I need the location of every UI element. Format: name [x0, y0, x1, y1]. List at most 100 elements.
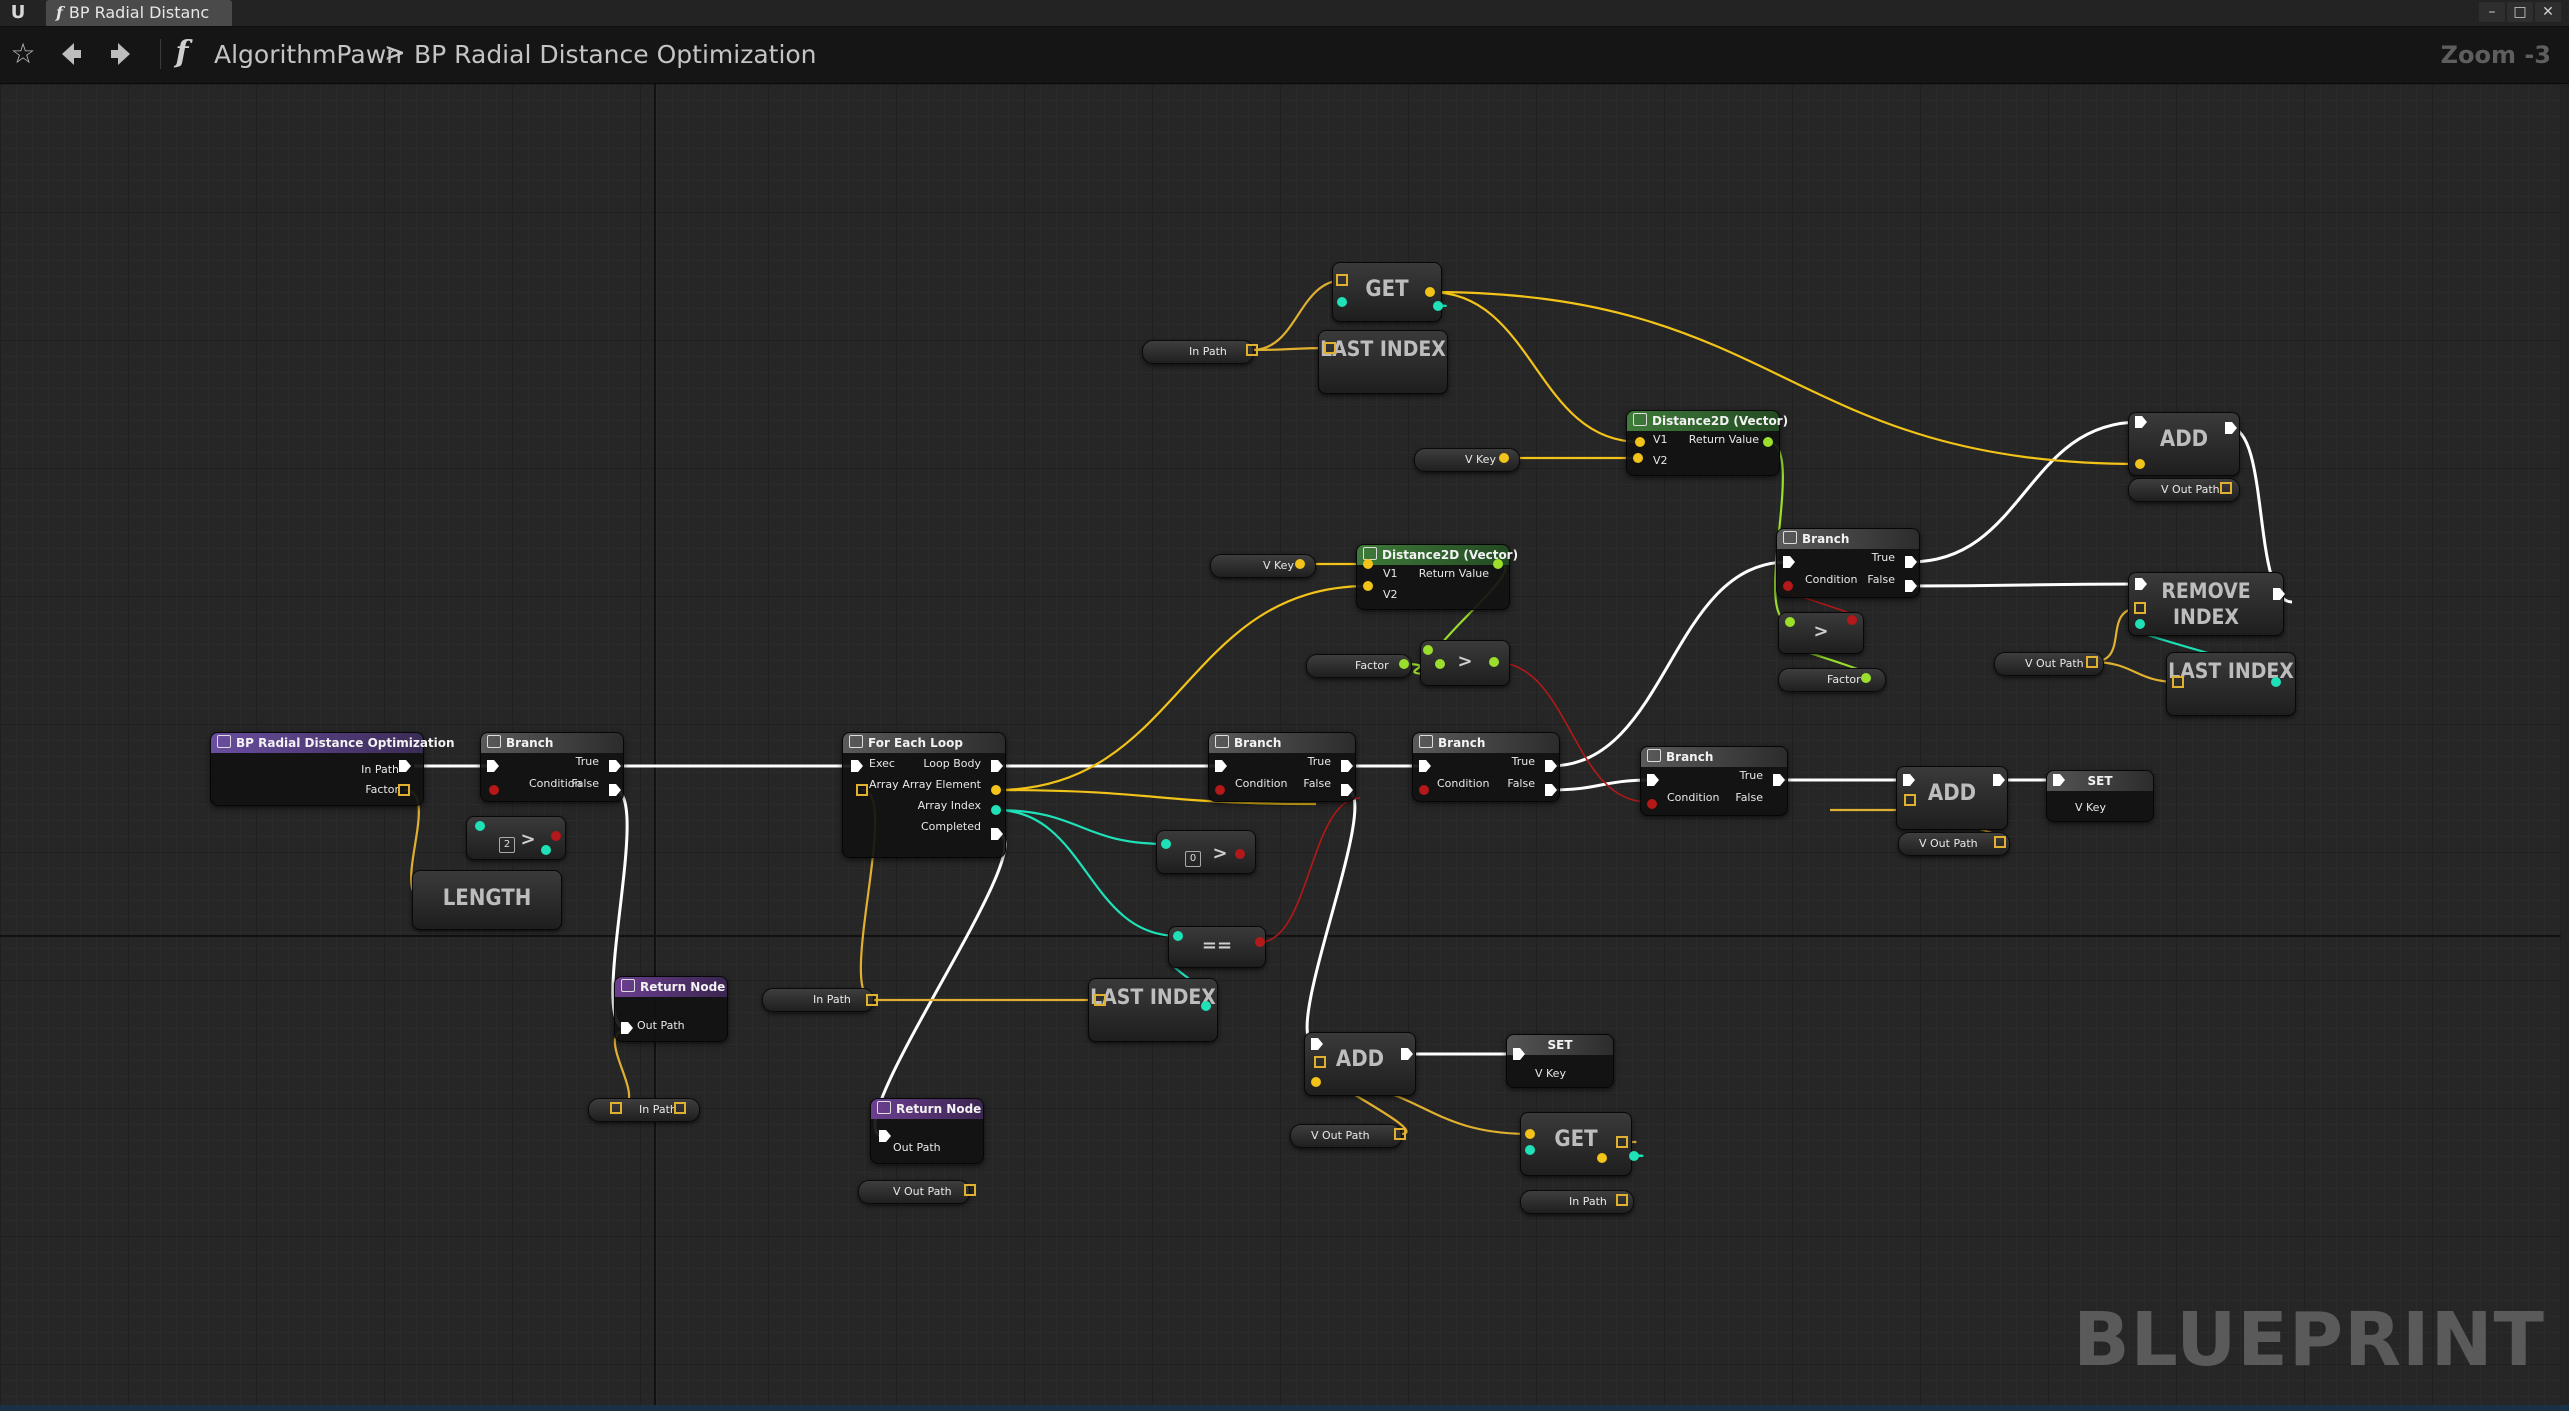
pin [1499, 453, 1509, 463]
node-set-variable[interactable]: SET V Key [1506, 1034, 1614, 1088]
pin [1597, 1153, 1607, 1163]
vertical-scrollbar[interactable] [2561, 84, 2569, 1405]
status-bar [0, 1405, 2569, 1411]
node-array-add[interactable]: ADD [2128, 412, 2240, 476]
pin [2134, 602, 2146, 614]
pin [1401, 1048, 1413, 1060]
node-branch[interactable]: Branch Condition True False [1640, 746, 1788, 816]
pin-label: Return Value [1418, 567, 1489, 580]
pin-label: Condition [1437, 777, 1490, 790]
variable-label: In Path [1189, 345, 1227, 358]
variable-label: V Key [1263, 559, 1294, 572]
node-title: For Each Loop [868, 736, 963, 750]
pin [399, 760, 411, 772]
pin [2220, 482, 2232, 494]
function-icon: f [175, 35, 189, 70]
variable-v-out-path[interactable]: V Out Path [858, 1180, 970, 1204]
variable-factor[interactable]: Factor [1306, 654, 1412, 678]
node-for-each-loop[interactable]: For Each Loop Exec Array Loop Body Array… [842, 732, 1006, 858]
node-distance-2d[interactable]: Distance2D (Vector) V1 V2 Return Value [1356, 544, 1518, 610]
wire [1549, 560, 1789, 768]
graph-origin-axis-vertical [654, 84, 656, 1411]
blueprint-graph-canvas[interactable]: BP Radial Distance Optimization In Path … [0, 84, 2569, 1411]
pin [1363, 581, 1373, 591]
pin [2172, 676, 2184, 688]
close-button[interactable]: ✕ [2535, 2, 2561, 22]
pin-label: V Key [2075, 801, 2106, 814]
node-return[interactable]: Return Node Out Path [614, 976, 728, 1042]
back-arrow-icon[interactable] [54, 37, 88, 71]
pin [1215, 785, 1225, 795]
pin [1493, 559, 1503, 569]
operator-symbol: > [1457, 651, 1473, 672]
node-branch[interactable]: Branch Condition True False [1208, 732, 1356, 802]
pin-label: Condition [1805, 573, 1858, 586]
function-icon: f [56, 3, 63, 22]
pin [1311, 1077, 1321, 1087]
variable-label: V Out Path [893, 1185, 952, 1198]
star-icon[interactable]: ☆ [10, 37, 36, 70]
pin [1545, 784, 1557, 796]
variable-v-out-path[interactable]: V Out Path [1898, 832, 2010, 856]
pin [1647, 774, 1659, 786]
pin [991, 828, 1003, 840]
variable-label: V Out Path [2161, 483, 2220, 496]
wire [1909, 420, 2141, 564]
node-last-index[interactable]: LAST INDEX [1318, 330, 1448, 394]
wire [1429, 290, 1641, 444]
forward-arrow-icon[interactable] [104, 37, 138, 71]
loop-icon [849, 735, 863, 748]
node-title: Branch [1438, 736, 1486, 750]
node-branch[interactable]: Branch Condition True False [1412, 732, 1560, 802]
node-function-entry[interactable]: BP Radial Distance Optimization In Path … [210, 732, 455, 806]
operator-symbol: > [1212, 843, 1228, 864]
node-array-get[interactable]: GET [1332, 262, 1442, 322]
pin [1419, 760, 1431, 772]
variable-in-path[interactable]: In Path [762, 988, 874, 1012]
literal-value[interactable]: 2 [499, 837, 515, 853]
node-return[interactable]: Return Node Out Path [870, 1098, 984, 1164]
wire [1549, 778, 1653, 792]
node-branch[interactable]: Branch Condition True False [1776, 528, 1920, 598]
pin [1394, 1128, 1406, 1140]
pin-label: Condition [1667, 791, 1720, 804]
variable-in-path[interactable]: In Path [1520, 1190, 1634, 1214]
pin [1903, 774, 1915, 786]
pin [1235, 849, 1245, 859]
maximize-button[interactable]: □ [2507, 2, 2533, 22]
pin [551, 831, 561, 841]
breadcrumb-function[interactable]: BP Radial Distance Optimization [414, 40, 817, 69]
pin [1341, 784, 1353, 796]
pin [856, 784, 868, 796]
node-equals[interactable]: == [1168, 926, 1266, 968]
variable-in-path[interactable]: In Path [588, 1098, 700, 1122]
variable-factor[interactable]: Factor [1778, 668, 1886, 692]
pin-label: Array Element [902, 778, 981, 791]
variable-in-path[interactable]: In Path [1142, 340, 1254, 364]
breadcrumb-algorithm-pawn[interactable]: AlgorithmPawn [214, 40, 403, 69]
minimize-button[interactable]: – [2479, 2, 2505, 22]
variable-v-out-path[interactable]: V Out Path [1290, 1124, 1402, 1148]
literal-value[interactable]: 0 [1185, 851, 1201, 867]
variable-label: Factor [1355, 659, 1389, 672]
pin [1647, 799, 1657, 809]
unreal-logo-icon: U [10, 2, 26, 23]
pin [1295, 559, 1305, 569]
node-array-add[interactable]: ADD [1304, 1032, 1416, 1096]
node-array-add[interactable]: ADD [1896, 766, 2008, 830]
node-remove-index[interactable]: REMOVE INDEX [2128, 572, 2284, 636]
node-distance-2d[interactable]: Distance2D (Vector) V1 V2 Return Value [1626, 410, 1788, 476]
pin [1616, 1194, 1628, 1206]
pin [1423, 645, 1433, 655]
variable-v-out-path[interactable]: V Out Path [1994, 652, 2104, 676]
node-set-variable[interactable]: SET V Key [2046, 770, 2154, 822]
node-array-length[interactable]: LENGTH [412, 870, 562, 930]
pin-label: True [1511, 755, 1535, 768]
return-node-icon [877, 1101, 891, 1114]
node-last-index[interactable]: LAST INDEX [2166, 652, 2296, 716]
node-last-index[interactable]: LAST INDEX [1088, 978, 1218, 1042]
node-branch[interactable]: Branch Condition True False [480, 732, 624, 802]
pin [879, 1130, 891, 1142]
node-array-get[interactable]: GET [1520, 1112, 1632, 1176]
